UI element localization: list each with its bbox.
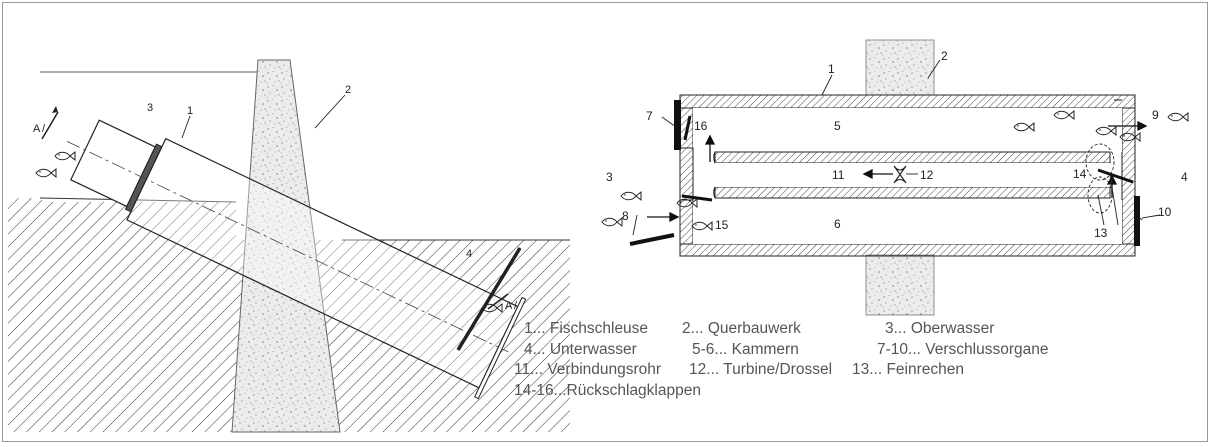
right-label-13: 13: [1094, 226, 1108, 240]
left-label-1: 1: [187, 105, 193, 117]
right-label-9: 9: [1152, 108, 1159, 122]
legend-item: 14-16...Rückschlagklappen: [514, 381, 701, 399]
right-label-6: 6: [834, 217, 841, 231]
right-plan-view: 1 2 3 4 5 6 7 8 9 10 11 12 13 14 15 16: [601, 39, 1189, 316]
legend-row: 1... Fischschleuse 2... Querbauwerk 3...…: [509, 319, 1209, 340]
svg-text:/: /: [42, 123, 46, 135]
right-label-1: 1: [828, 62, 835, 76]
section-marker-top: A /: [33, 106, 59, 140]
right-label-16: 16: [694, 119, 708, 133]
ground-hatch: [8, 198, 236, 432]
legend-item: 4... Unterwasser: [524, 340, 637, 358]
check-valve-14: [1097, 168, 1134, 184]
right-label-15: 15: [715, 218, 729, 232]
right-label-8: 8: [622, 209, 629, 223]
right-label-14: 14: [1073, 167, 1087, 181]
legend-item: 7-10... Verschlussorgane: [877, 340, 1049, 358]
fish-icon: [35, 168, 57, 178]
legend-item: 3... Oberwasser: [885, 320, 995, 337]
legend-item: 11... Verbindungsrohr: [514, 361, 662, 378]
fish-icon: [54, 151, 76, 161]
right-label-10: 10: [1158, 205, 1172, 219]
legend-item: 5-6... Kammern: [692, 340, 799, 358]
chamber-6: [693, 200, 1122, 244]
left-label-3: 3: [147, 102, 153, 114]
left-label-4: 4: [466, 248, 472, 260]
legend-item: 13... Feinrechen: [852, 361, 965, 378]
legend-item: 12... Turbine/Drossel: [689, 361, 833, 378]
section-marker-bottom: A /: [487, 293, 518, 312]
chamber-5: [693, 108, 1122, 152]
right-label-5: 5: [834, 119, 841, 133]
right-label-3: 3: [606, 170, 613, 184]
check-valve-15: [681, 194, 713, 202]
legend-row: 4... Unterwasser 5-6... Kammern 7-10... …: [509, 340, 1209, 361]
legend-row: 14-16...Rückschlagklappen: [509, 381, 1209, 402]
right-label-2: 2: [941, 49, 948, 63]
legend-item: 2... Querbauwerk: [682, 320, 801, 337]
connecting-pipe: [715, 163, 1110, 187]
fish-icon: [601, 217, 623, 227]
left-label-2: 2: [345, 84, 351, 96]
legend-row: 11... Verbindungsrohr 12... Turbine/Dros…: [509, 360, 1209, 381]
svg-text:A: A: [505, 300, 513, 312]
svg-text:A: A: [33, 123, 41, 135]
fish-icon: [620, 191, 642, 201]
right-label-11: 11: [832, 168, 845, 182]
right-label-12: 12: [920, 168, 934, 182]
fish-icon: [1167, 112, 1189, 122]
check-valve-16: [683, 115, 692, 141]
turbine-icon: [893, 165, 907, 184]
right-label-4: 4: [1181, 170, 1188, 184]
dam-body: [231, 59, 341, 433]
right-label-7: 7: [646, 109, 653, 123]
gate-8: [629, 233, 675, 246]
gate-7: [674, 100, 681, 150]
left-longitudinal-section: A / A / 3 1 2 4: [8, 59, 570, 433]
legend-item: 1... Fischschleuse: [524, 320, 649, 337]
dam-strip-bottom: [865, 254, 935, 316]
svg-text:/: /: [514, 300, 518, 312]
fine-screen-top: [1085, 143, 1115, 181]
gate-10: [1134, 196, 1140, 246]
dam-strip-top: [865, 39, 935, 96]
legend: 1... Fischschleuse 2... Querbauwerk 3...…: [509, 319, 1209, 401]
